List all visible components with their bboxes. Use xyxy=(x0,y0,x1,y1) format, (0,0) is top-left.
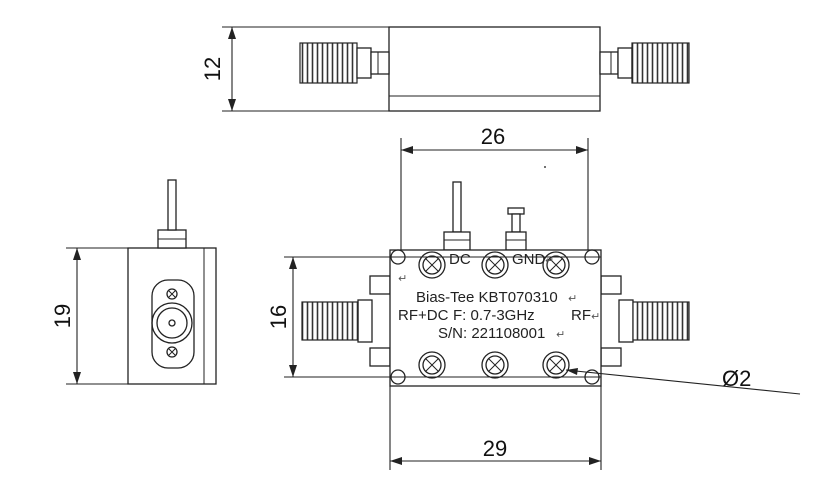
frequency-label: F: 0.7-3GHz xyxy=(453,307,535,324)
screw-icon xyxy=(542,351,570,379)
front-view-right-connector xyxy=(600,275,690,367)
return-mark: ↵ xyxy=(398,272,407,285)
dimension-label-16: 16 xyxy=(266,305,291,329)
screw-icon xyxy=(481,251,509,279)
return-mark: ↵ xyxy=(591,310,600,323)
top-view-right-connector xyxy=(599,42,690,84)
top-view-left-connector xyxy=(299,42,390,84)
dimension-height-top: 12 xyxy=(200,26,389,112)
dimension-width-body: 26 xyxy=(400,124,589,250)
screw-icon xyxy=(418,351,446,379)
dimension-label-19: 19 xyxy=(50,304,75,328)
top-view-body xyxy=(388,26,601,112)
dc-label: DC xyxy=(449,251,471,268)
front-view-left-connector xyxy=(301,275,391,367)
return-mark: ↵ xyxy=(568,292,577,305)
dimension-label-12: 12 xyxy=(200,57,225,81)
return-mark: ↵ xyxy=(545,254,554,267)
screw-icon xyxy=(418,251,446,279)
front-view: DC GND ↵ ↵ Bias-Tee KBT070310 ↵ RF+DC F:… xyxy=(266,124,801,470)
side-view: 19 xyxy=(50,179,217,385)
rf-label: RF xyxy=(571,307,591,324)
serial-label: S/N: 221108001 xyxy=(438,325,545,342)
dimension-hole-diameter: Ø2 xyxy=(565,366,801,395)
dimension-width-total: 29 xyxy=(389,386,602,470)
dimension-label-29: 29 xyxy=(483,436,507,461)
side-view-screw-top-icon xyxy=(166,288,178,300)
side-view-screw-bottom-icon xyxy=(166,346,178,358)
top-view: 12 xyxy=(200,26,690,112)
screw-icon xyxy=(542,251,570,279)
gnd-label: GND xyxy=(512,251,546,268)
dimension-label-diameter: Ø2 xyxy=(722,366,751,391)
mount-hole-top-right xyxy=(584,249,600,265)
screw-icon xyxy=(481,351,509,379)
dimension-height-side: 19 xyxy=(50,247,128,385)
return-mark: ↵ xyxy=(556,328,565,341)
dimension-label-26: 26 xyxy=(481,124,505,149)
dimension-height-mount: 16 xyxy=(266,256,392,378)
mount-hole-bottom-right xyxy=(584,369,600,385)
rf-dc-label: RF+DC xyxy=(398,307,449,324)
product-label: Bias-Tee KBT070310 xyxy=(416,289,558,306)
